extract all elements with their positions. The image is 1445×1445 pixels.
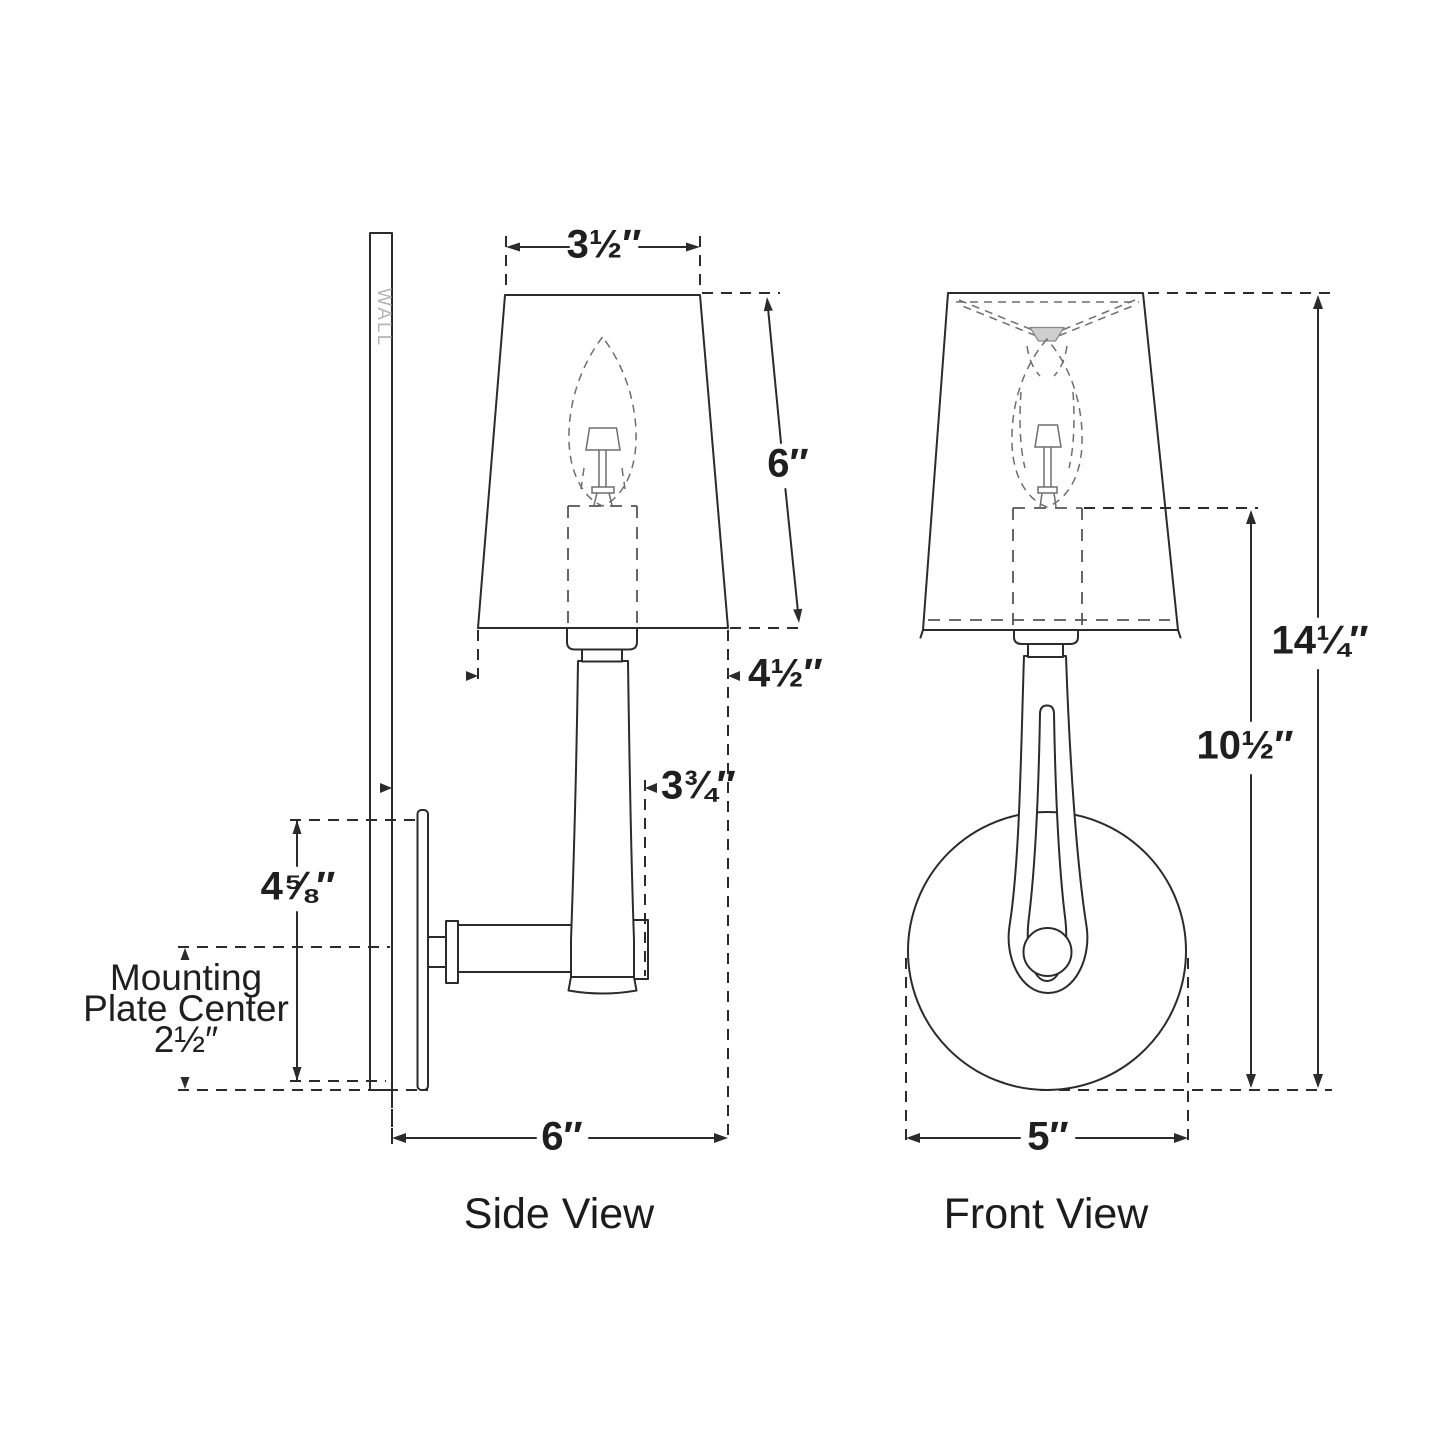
candle-cup-side bbox=[566, 627, 638, 651]
stem-side bbox=[570, 660, 635, 978]
dim-label-shade-bottom-depth: 4½″ bbox=[748, 652, 823, 696]
front-view: 14¼″ 10½″ 5″ Front View bbox=[905, 292, 1369, 1238]
arrowhead bbox=[180, 1077, 190, 1089]
arrowhead bbox=[392, 1133, 406, 1143]
arrowhead bbox=[1313, 295, 1323, 309]
side-view: WALL bbox=[83, 223, 823, 1238]
arrowhead bbox=[292, 820, 302, 834]
candle-cup-neck-side bbox=[581, 648, 623, 663]
arrowhead bbox=[728, 671, 740, 681]
arm-loop-front bbox=[1007, 655, 1089, 994]
dim-label-backplate-diameter: 5″ bbox=[1027, 1115, 1068, 1159]
dim-label-backplate-center-height: 10½″ bbox=[1196, 724, 1293, 768]
arrowhead bbox=[180, 948, 190, 960]
dim-overall-height: 14¼″ bbox=[1040, 292, 1369, 1091]
dim-label-plate-height: 4⅝″ bbox=[261, 865, 336, 909]
arrowhead bbox=[1246, 510, 1256, 524]
dim-label-shade-top-width: 3½″ bbox=[567, 223, 642, 267]
arrowhead bbox=[506, 242, 520, 252]
arrowhead bbox=[793, 608, 803, 623]
mounting-note-line2: Plate Center bbox=[83, 988, 289, 1029]
dim-shade-bottom-depth: 4½″ bbox=[466, 630, 823, 1138]
shade-rim-lips bbox=[919, 629, 1182, 639]
candle-cup-front bbox=[1013, 629, 1079, 645]
shade-side bbox=[477, 294, 729, 629]
dim-plate-height: 4⅝″ bbox=[261, 819, 420, 1082]
dim-shade-top-width: 3½″ bbox=[505, 223, 701, 291]
arrowhead bbox=[763, 297, 773, 312]
wall-label: WALL bbox=[373, 288, 394, 347]
front-view-caption: Front View bbox=[944, 1190, 1150, 1238]
side-view-caption: Side View bbox=[464, 1190, 655, 1238]
wall-section bbox=[369, 232, 393, 1091]
arrowhead bbox=[714, 1133, 728, 1143]
dim-label-wall-projection: 6″ bbox=[541, 1115, 582, 1159]
candle-cup-neck-front bbox=[1027, 643, 1064, 658]
arrowhead bbox=[380, 783, 392, 793]
mounting-note-value: 2½″ bbox=[154, 1019, 219, 1060]
arrowhead bbox=[645, 783, 657, 793]
arrowhead bbox=[686, 242, 700, 252]
bulb-side bbox=[568, 335, 637, 507]
dim-backplate-center-height: 10½″ bbox=[1084, 507, 1294, 1088]
arrowhead bbox=[466, 671, 478, 681]
wall-section-bg bbox=[370, 233, 392, 1090]
spider-hub bbox=[1028, 326, 1066, 342]
dim-label-overall-height: 14¼″ bbox=[1271, 619, 1368, 663]
arrowhead bbox=[906, 1133, 920, 1143]
arrowhead bbox=[1246, 1074, 1256, 1088]
dim-wall-projection: 6″ bbox=[391, 1078, 728, 1159]
arm-finial-front bbox=[1022, 927, 1073, 977]
mounting-note-line1: Mounting bbox=[110, 957, 262, 998]
shade-spider-front bbox=[956, 299, 1139, 377]
socket-hidden-side bbox=[567, 505, 638, 628]
stem-cap-side bbox=[567, 976, 638, 995]
arrowhead bbox=[1174, 1133, 1188, 1143]
arrowhead bbox=[1313, 1074, 1323, 1088]
dim-shade-slant-height: 6″ bbox=[702, 292, 809, 629]
dim-backplate-diameter: 5″ bbox=[905, 958, 1189, 1159]
socket-hidden-front bbox=[1012, 507, 1083, 630]
dim-label-backplate-to-front: 3¾″ bbox=[661, 764, 736, 808]
arrowhead bbox=[292, 1067, 302, 1081]
mounting-plate-side bbox=[416, 809, 429, 1091]
bulb-front bbox=[1011, 337, 1083, 508]
dim-backplate-to-front: 3¾″ bbox=[380, 764, 736, 976]
dim-mounting-plate-center: Mounting Plate Center 2½″ bbox=[83, 946, 428, 1091]
dim-label-shade-slant-height: 6″ bbox=[767, 442, 808, 486]
